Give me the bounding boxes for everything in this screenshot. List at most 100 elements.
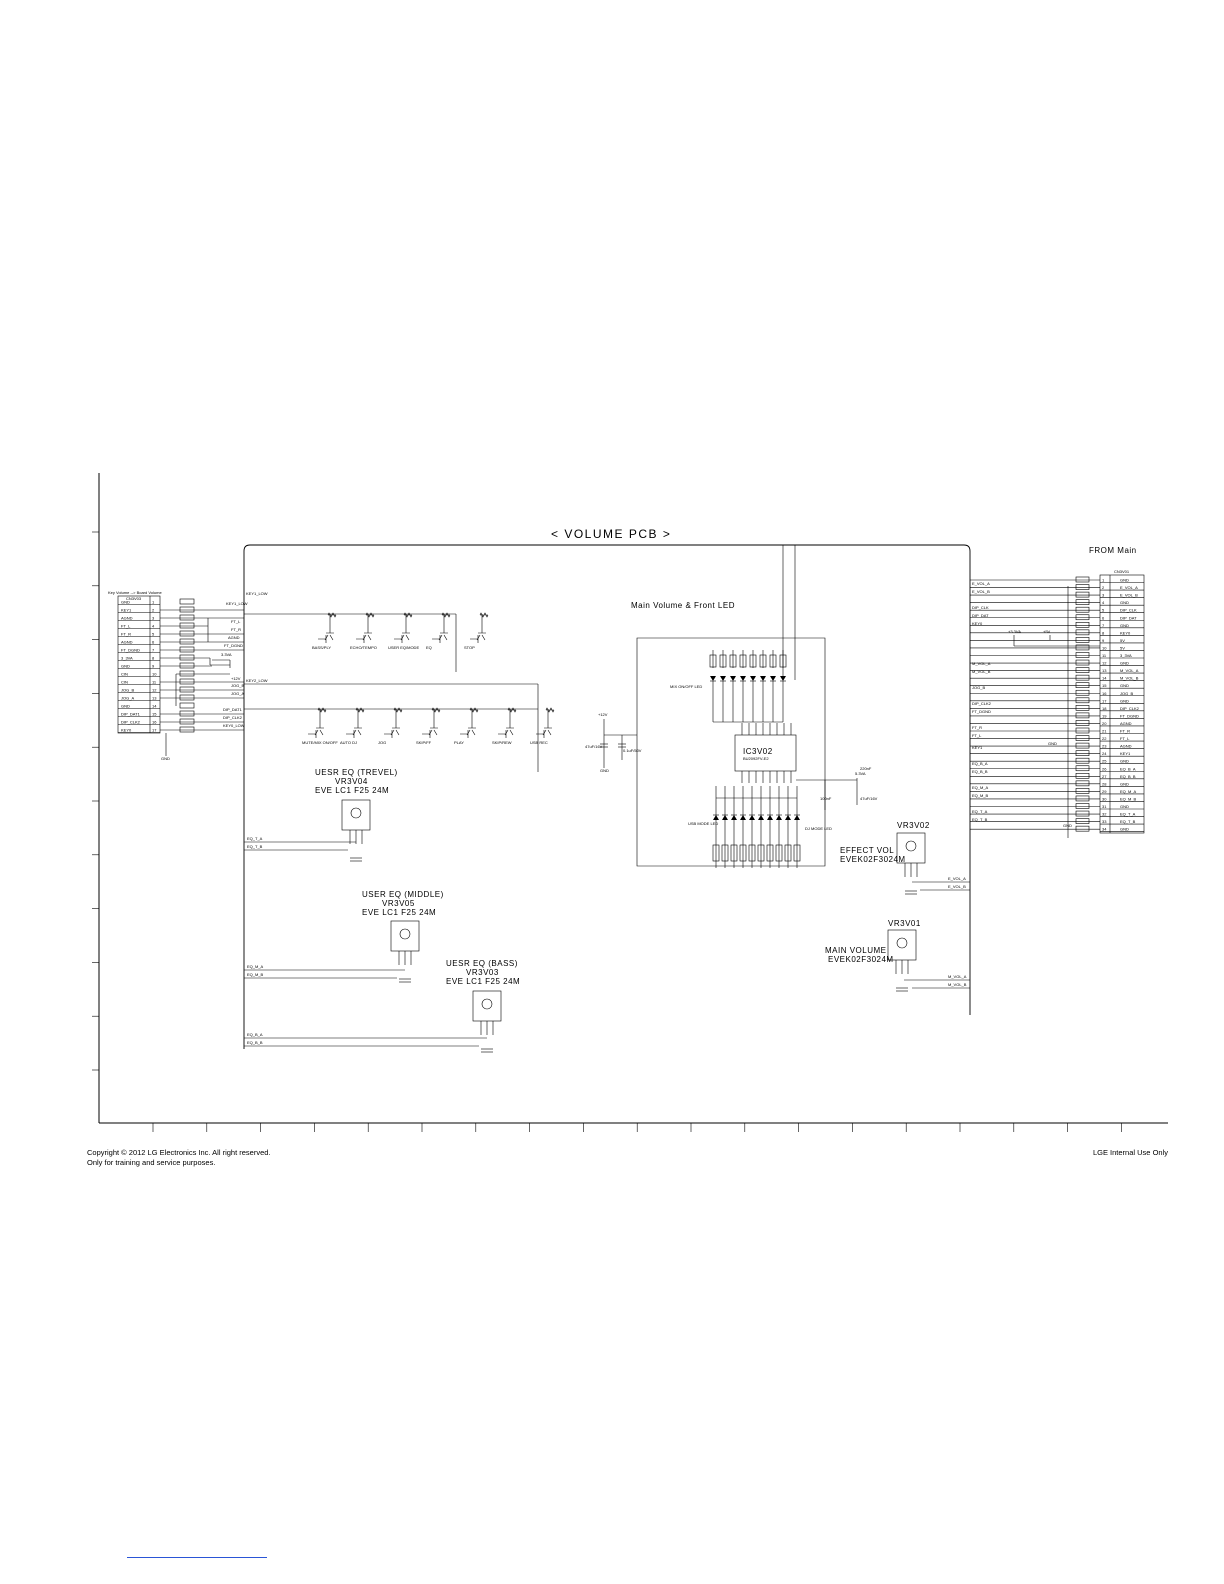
pot-heading: USER EQ (MIDDLE): [362, 890, 444, 899]
left-pin-name: GND: [121, 664, 130, 669]
svg-text:GND: GND: [600, 768, 609, 773]
test-point: [179, 614, 195, 621]
right-pin-name: GND: [1120, 698, 1129, 703]
right-pin-name: EQ_T_B: [1120, 819, 1136, 824]
left-pin-name: AGND: [121, 640, 133, 645]
switch-symbol: [362, 625, 372, 641]
right-pin-number: 31: [1102, 804, 1107, 809]
test-point: [1075, 614, 1090, 621]
pot-heading: UESR EQ (BASS): [446, 959, 518, 968]
svg-text:+12V: +12V: [231, 676, 241, 681]
pot-ref: VR3V05: [382, 899, 415, 908]
svg-text:KEY1: KEY1: [972, 745, 983, 750]
pot-ref: VR3V03: [466, 968, 499, 977]
left-pin-name: KEY0: [121, 728, 132, 733]
pot-ref: VR3V02: [897, 821, 930, 830]
led-resistor: [759, 654, 767, 668]
right-pin-name: GND: [1120, 661, 1129, 666]
test-point: [1075, 606, 1090, 613]
svg-text:47uF/16V: 47uF/16V: [860, 796, 878, 801]
test-point: [179, 678, 195, 685]
svg-text:FT_L: FT_L: [972, 733, 982, 738]
right-pin-number: 12: [1102, 661, 1107, 666]
switch-contact: [470, 635, 479, 643]
test-point: [1075, 591, 1090, 598]
left-pin-number: 1: [152, 600, 155, 605]
switch-contact: [460, 730, 469, 738]
led: [740, 814, 746, 820]
key-label: STOP: [464, 645, 475, 650]
test-point: [179, 670, 195, 677]
svg-text:+5V: +5V: [1043, 629, 1051, 634]
svg-text:KEY2_LOW: KEY2_LOW: [246, 678, 268, 683]
left-connector-ref: CN3V03: [126, 596, 142, 601]
key-label: USER EQ/MODE: [388, 645, 419, 650]
diode: [758, 815, 764, 820]
from-main-label: FROM Main: [1089, 546, 1137, 555]
left-pin-number: 10: [152, 672, 157, 677]
test-point: [179, 718, 195, 725]
test-point: [1075, 621, 1090, 628]
right-pin-name: GND: [1120, 600, 1129, 605]
test-point: [179, 726, 195, 733]
resistor: [327, 612, 337, 618]
svg-text:0.1uF/50V: 0.1uF/50V: [623, 748, 642, 753]
svg-text:FT_DGND: FT_DGND: [972, 709, 991, 714]
switch-symbol: [428, 720, 438, 736]
test-point: [1075, 637, 1090, 643]
test-point: [1075, 576, 1090, 583]
right-pin-name: E_VOL_A: [1120, 585, 1138, 590]
left-pin-number: 11: [152, 680, 157, 685]
right-pin-number: 4: [1102, 600, 1105, 605]
pot-body: [390, 920, 420, 952]
svg-text:E_VOL_B: E_VOL_B: [972, 589, 990, 594]
test-point: [1075, 682, 1090, 689]
key-label: JOG: [378, 740, 386, 745]
test-point: [1075, 765, 1090, 772]
main-volume-box: [636, 637, 826, 867]
svg-text:5.3VA: 5.3VA: [855, 771, 866, 776]
bottom-rule: [127, 1557, 267, 1558]
key-switch: STOP: [464, 612, 489, 650]
led-resistor: [757, 844, 765, 862]
switch-contact: [422, 730, 431, 738]
right-pin-name: FT_L: [1120, 736, 1130, 741]
right-pin-number: 29: [1102, 789, 1107, 794]
right-pin-name: EQ_T_A: [1120, 812, 1136, 817]
svg-text:KEY1_LOW: KEY1_LOW: [226, 601, 248, 606]
ic-part: BU2092FV-E2: [743, 756, 769, 761]
right-pin-name: GND: [1120, 623, 1129, 628]
right-pin-number: 24: [1102, 751, 1107, 756]
key-switch: EQ: [426, 612, 451, 650]
resistor: [545, 707, 555, 713]
pcb-outline: [243, 544, 971, 1049]
diode: [749, 815, 755, 820]
pot-part: EVEK02F3024M: [840, 855, 906, 864]
ic-ref: IC3V02: [743, 747, 773, 756]
diode: [770, 676, 776, 681]
test-point: [1075, 659, 1090, 666]
led: [758, 814, 764, 820]
left-pin-number: 2: [152, 608, 155, 613]
copyright-text: Copyright © 2012 LG Electronics Inc. All…: [87, 1148, 271, 1157]
test-point: [1075, 810, 1090, 817]
svg-text:DIP_DAT1: DIP_DAT1: [223, 707, 243, 712]
left-pin-number: 6: [152, 640, 155, 645]
pot-heading: MAIN VOLUME: [825, 946, 887, 955]
right-pin-number: 21: [1102, 729, 1107, 734]
switch-symbol: [466, 720, 476, 736]
test-point: [179, 598, 195, 605]
right-pin-number: 28: [1102, 781, 1107, 786]
left-pin-name: CIN: [121, 680, 128, 685]
led: [785, 814, 791, 820]
right-pin-number: 5: [1102, 608, 1105, 613]
switch-contact: [536, 730, 545, 738]
pot-body: [341, 799, 371, 831]
svg-text:+12V: +12V: [598, 712, 608, 717]
test-point: [1075, 795, 1090, 802]
